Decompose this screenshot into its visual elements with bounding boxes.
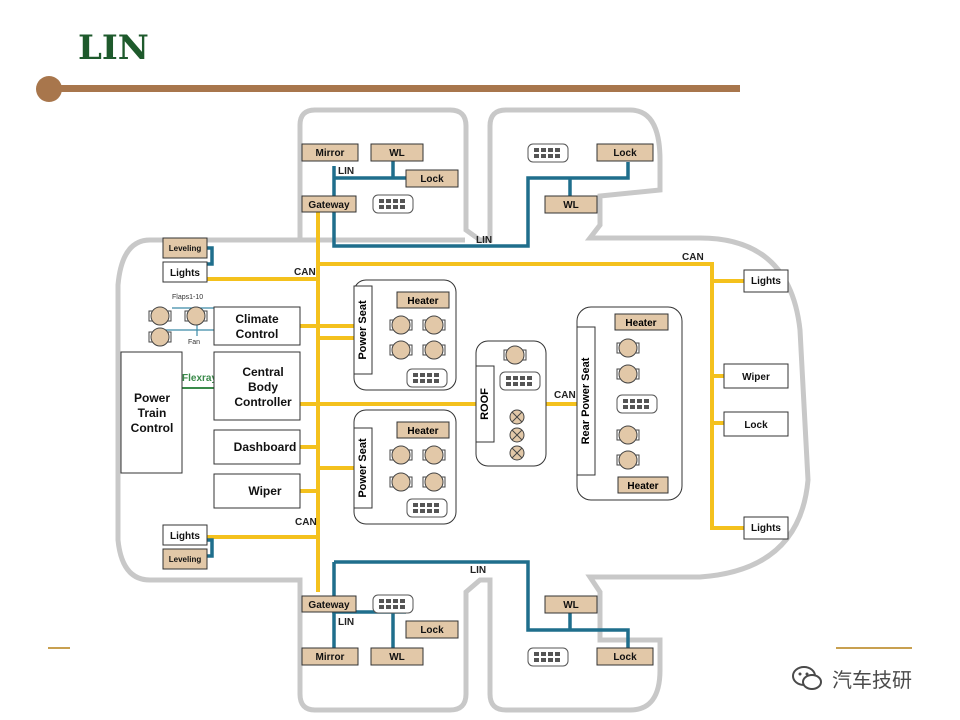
flap-motor-1-icon [148,306,172,326]
gateway-rear-label: Gateway [308,600,350,611]
lights-front-left-label: Lights [170,268,200,279]
front-right-door: Lock WL [527,143,654,214]
lock-trunk-label: Lock [744,420,768,431]
wiper-rear-label: Wiper [742,372,770,383]
lock-rear-right-label: Lock [613,652,637,663]
window-switch-front-left-icon [372,194,414,214]
seat-switch-icon [406,498,448,518]
heater-seat-front-label: Heater [407,296,438,307]
mirror-rear-label: Mirror [316,652,345,663]
heater-rear-top-label: Heater [625,318,656,329]
fan-label: Fan [188,339,200,346]
heater-rear-bottom-label: Heater [627,481,658,492]
gateway-front-label: Gateway [308,200,350,211]
rear-left-door: Gateway Lock Mirror WL [301,594,459,666]
central-controllers: Climate Control Central Body Controller … [120,306,301,509]
watermark: 汽车技研 [790,660,912,696]
ptc-label-2: Train [138,406,167,420]
wl-front-right-label: WL [563,200,579,211]
wl-rear-left-label: WL [389,652,405,663]
wiper-left-label: Wiper [248,484,282,498]
rear-seat-switch-icon [616,394,658,414]
window-switch-rear-right-icon [527,647,569,667]
flexray-label: Flexray [182,373,217,384]
seat-switch-icon [406,368,448,388]
fan-motor-icon [148,327,172,347]
can-label-right: CAN [682,252,704,263]
window-switch-front-right-icon [527,143,569,163]
car-body-outline [115,107,811,713]
slide-title: LIN [78,28,149,68]
climate-label-2: Control [236,327,279,341]
ptc-label-3: Control [131,421,174,435]
wl-rear-right-label: WL [563,600,579,611]
lights-front-right-label: Lights [751,276,781,287]
lock-rear-left-label: Lock [420,625,444,636]
lock-front-right-label: Lock [613,148,637,159]
roof-label: ROOF [479,388,491,420]
rear-power-seat: Rear Power Seat Heater Heater [576,306,683,501]
can-label-roof: CAN [554,390,576,401]
right-side-modules: Lights Wiper Lock Lights [723,269,789,540]
roof-module: ROOF [475,340,547,467]
front-left-door: Mirror WL Lock Gateway [301,143,459,214]
roof-switch-icon [499,371,541,391]
wl-front-left-label: WL [389,148,405,159]
lights-rear-right-label: Lights [751,523,781,534]
footer-line-right [836,647,912,649]
wechat-icon [792,666,822,690]
power-seat-second: Power Seat Heater [353,409,457,525]
leveling-front-label: Leveling [169,244,202,253]
power-seat-front-label: Power Seat [357,300,369,360]
cbc-label-2: Body [248,380,278,394]
cbc-label-1: Central [242,365,283,379]
leveling-rear-label: Leveling [169,555,202,564]
rear-right-door: WL Lock [527,595,654,667]
dashboard-label: Dashboard [234,440,297,454]
can-bus-lines [207,212,744,592]
window-switch-rear-left-icon [372,594,414,614]
power-seat-second-label: Power Seat [357,438,369,498]
can-label-rear: CAN [295,517,317,528]
roof-lamp-icon [509,427,525,443]
climate-actuators: Flaps1-10 Fan [148,294,208,347]
heater-seat-second-label: Heater [407,426,438,437]
roof-lamp-icon [509,409,525,425]
lin-label-front-left: LIN [338,166,354,177]
ptc-label-1: Power [134,391,170,405]
lin-label-rear: LIN [470,565,486,576]
can-label-front: CAN [294,267,316,278]
left-side-modules: Leveling Lights Lights Leveling [162,237,208,570]
lock-front-left-label: Lock [420,174,444,185]
title-bullet-dot [36,76,62,102]
flaps-label: Flaps1-10 [172,294,203,301]
lin-label-front: LIN [476,235,492,246]
watermark-text: 汽车技研 [832,667,912,692]
title-underline [36,76,740,102]
footer-line-left [48,647,70,649]
climate-label-1: Climate [235,312,279,326]
lights-rear-left-label: Lights [170,531,200,542]
mirror-front-label: Mirror [316,148,345,159]
rear-power-seat-label: Rear Power Seat [580,357,592,444]
cbc-label-3: Controller [234,395,292,409]
power-seat-front: Power Seat Heater [353,279,457,391]
roof-lamp-icon [509,445,525,461]
flap-motor-2-icon [184,306,208,326]
lin-label-rear-left: LIN [338,617,354,628]
